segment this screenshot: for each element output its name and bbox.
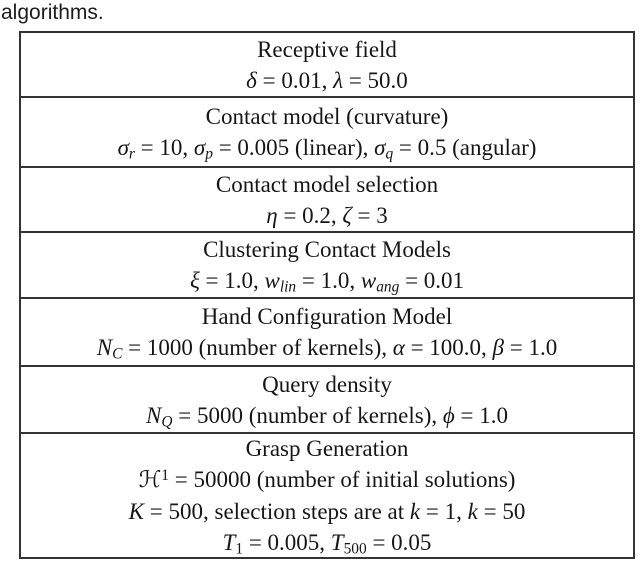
math-segment: β	[492, 335, 505, 360]
math-segment: σ	[374, 135, 386, 160]
param-line: K = 500, selection steps are at k = 1, k…	[129, 496, 526, 527]
row-title: Contact model (curvature)	[205, 104, 449, 129]
math-segment: T	[330, 530, 344, 555]
math-segment: = 0.5 (angular)	[393, 135, 537, 160]
math-segment: σ	[193, 135, 206, 160]
math-segment: = 50	[477, 499, 526, 524]
param-line: NC = 1000 (number of kernels), α = 100.0…	[97, 332, 558, 363]
math-segment: = 1.0	[504, 335, 558, 360]
math-segment: = 0.01	[399, 268, 465, 293]
caption-text: algorithms.	[1, 1, 104, 24]
math-segment: w	[264, 268, 280, 293]
math-segment: p	[205, 145, 213, 163]
row-title: Clustering Contact Models	[203, 237, 451, 262]
math-segment: λ	[333, 67, 344, 93]
math-segment: = 100.0,	[404, 335, 493, 360]
math-segment: = 3	[351, 202, 388, 228]
param-line: T1 = 0.005, T500 = 0.05	[223, 527, 432, 557]
math-segment: ang	[376, 278, 400, 296]
math-segment: η	[266, 202, 278, 228]
math-segment: w	[360, 268, 377, 293]
math-segment: = 50.0	[343, 67, 408, 93]
math-segment: r	[128, 145, 135, 163]
math-segment: N	[146, 402, 162, 428]
math-segment: Q	[161, 412, 173, 430]
math-segment: = 1.0,	[296, 268, 361, 293]
math-segment: C	[112, 345, 123, 363]
row-title: Grasp Generation	[245, 436, 409, 461]
row-title: Hand Configuration Model	[201, 304, 453, 329]
math-segment: = 0.005,	[243, 530, 331, 555]
math-segment: k	[467, 499, 478, 524]
param-line: ξ = 1.0, wlin = 1.0, wang = 0.01	[190, 265, 464, 296]
table-row: Contact model (curvature)σr = 10, σp = 0…	[21, 96, 633, 166]
math-segment: = 0.2,	[277, 202, 343, 228]
math-segment: ℋ	[138, 467, 162, 493]
math-segment: 500	[343, 540, 367, 557]
param-line: NQ = 5000 (number of kernels), ϕ = 1.0	[146, 400, 508, 431]
math-segment: σ	[117, 135, 129, 160]
row-title: Receptive field	[257, 36, 397, 62]
math-segment: ξ	[189, 268, 200, 293]
math-segment: 1	[235, 540, 244, 557]
param-line: η = 0.2, ζ = 3	[266, 200, 387, 231]
math-segment: δ	[246, 67, 257, 93]
math-segment: = 50000 (number of initial solutions)	[169, 467, 516, 492]
param-line: δ = 0.01, λ = 50.0	[246, 65, 408, 96]
row-title: Contact model selection	[215, 171, 439, 197]
param-line: ℋ1 = 50000 (number of initial solutions)	[139, 464, 516, 496]
math-segment: N	[96, 335, 113, 360]
math-segment: 1	[161, 467, 169, 485]
math-segment: = 0.01,	[256, 67, 334, 93]
math-segment: K	[128, 499, 145, 524]
math-segment: = 1,	[420, 499, 468, 524]
math-segment: = 10,	[134, 135, 194, 160]
math-segment: k	[409, 499, 421, 524]
math-segment: = 1.0,	[199, 268, 265, 293]
math-segment: = 500, selection steps are at	[144, 499, 410, 524]
math-segment: = 5000 (number of kernels),	[172, 402, 443, 428]
row-title: Query density	[262, 371, 392, 397]
math-segment: ζ	[342, 202, 352, 228]
math-segment: T	[222, 530, 236, 555]
math-segment: lin	[279, 278, 297, 296]
math-segment: α	[392, 335, 405, 360]
math-segment: = 0.005 (linear),	[212, 135, 375, 160]
param-line: σr = 10, σp = 0.005 (linear), σq = 0.5 (…	[118, 132, 537, 163]
math-segment: q	[385, 145, 394, 163]
math-segment: = 1000 (number of kernels),	[122, 335, 393, 360]
math-segment: ϕ	[442, 402, 455, 428]
table-row: Contact model selection η = 0.2, ζ = 3	[21, 166, 633, 231]
math-segment: = 1.0	[454, 402, 508, 428]
math-segment: = 0.05	[366, 530, 432, 555]
